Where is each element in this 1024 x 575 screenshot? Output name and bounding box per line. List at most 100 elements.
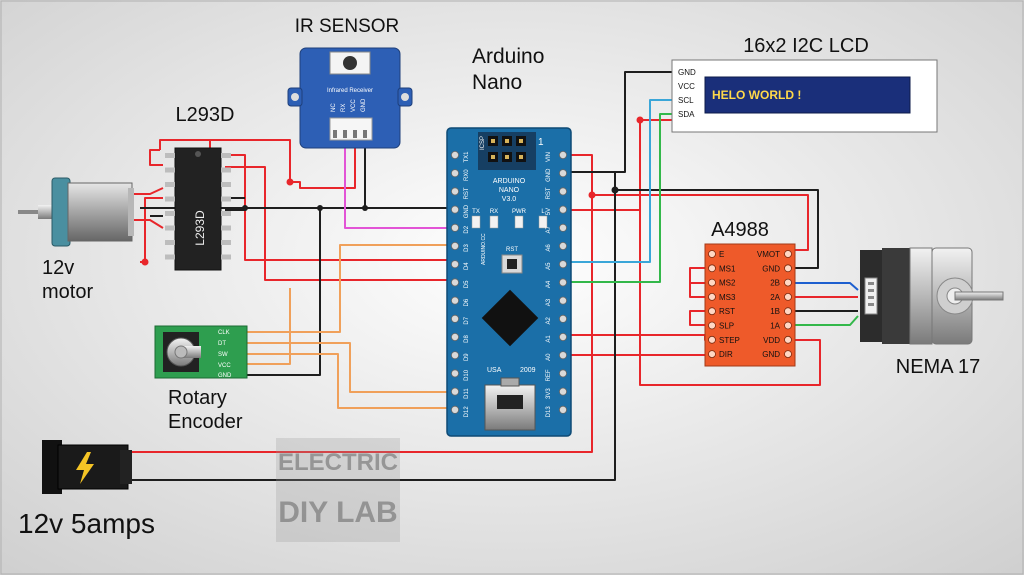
a4988-left-pin-ms1 xyxy=(708,264,716,273)
l293d-pin xyxy=(165,254,175,260)
nano-right-pin-label: A7 xyxy=(546,225,552,233)
reset-label: RST xyxy=(506,247,518,253)
ir-pin-rx: RX xyxy=(341,104,347,112)
power-jack: 12v 5amps xyxy=(18,440,155,539)
l293d-pin xyxy=(221,211,231,216)
nano-right-pin-a5 xyxy=(559,260,568,269)
nano-left-pin-label: RST xyxy=(464,187,470,199)
nano-left-pin-label: D2 xyxy=(464,225,470,233)
l293d-driver: L293D L293D xyxy=(165,104,234,271)
a4988-right-pin-gnd xyxy=(784,264,792,273)
nano-left-pin-tx1 xyxy=(450,150,459,159)
wire-l293-left-red xyxy=(149,149,163,166)
a4988-left-pin-ms3 xyxy=(708,292,716,301)
led-tx-label: TX xyxy=(472,209,480,215)
a4988-right-pin-label: 1A xyxy=(770,322,780,331)
watermark-line1: ELECTRIC xyxy=(278,449,398,476)
wire-ms-loop-1 xyxy=(689,267,710,284)
a4988-left-pin-step xyxy=(708,335,716,344)
a4988-left-pin-ms2 xyxy=(708,278,716,287)
icsp-label: ICSP xyxy=(480,136,486,150)
arduino-title-line1: Arduino xyxy=(472,45,544,68)
wire-gnd-encoder-black xyxy=(245,208,321,376)
nema-label: NEMA 17 xyxy=(896,356,980,378)
nano-right-pin-label: RST xyxy=(546,187,552,199)
wire-enc-vcc-orange xyxy=(245,288,291,365)
nano-left-pin-label: D9 xyxy=(464,353,470,361)
motor-label-line2: motor xyxy=(42,281,93,303)
icsp-pin-one: 1 xyxy=(538,137,544,148)
a4988-left-pin-dir xyxy=(708,350,716,359)
watermark-line2: DIY LAB xyxy=(278,496,397,529)
a4988-left-pin-label: MS1 xyxy=(719,264,736,273)
nano-right-pin-a6 xyxy=(559,241,568,250)
nano-left-pin-d2 xyxy=(450,223,459,232)
l293d-pin xyxy=(165,153,175,158)
wire-l293-vcc-red xyxy=(159,139,290,150)
nano-right-pin-label: GND xyxy=(546,168,552,182)
a4988-left-pin-slp xyxy=(708,321,716,330)
led-rx-label: RX xyxy=(490,209,498,215)
nano-right-pin-label: A4 xyxy=(546,280,552,288)
wire-motor-red-2 xyxy=(130,219,164,229)
wire-vin-red xyxy=(132,154,593,453)
wire-l293-gnd-left xyxy=(150,207,163,217)
wire-enc-dt-orange xyxy=(245,342,455,393)
led-l-label: L xyxy=(541,209,545,215)
l293d-pin xyxy=(165,240,175,245)
nano-right-pin-a4 xyxy=(559,278,568,287)
nano-left-pin-d3 xyxy=(450,241,459,250)
board-label-3: V3.0 xyxy=(502,196,517,203)
l293d-pin xyxy=(221,167,231,173)
wire-lcd-sda-green xyxy=(563,113,673,283)
a4988-driver: A4988 EMS1MS2MS3RSTSLPSTEPDIRVMOTGND2B2A… xyxy=(704,219,796,367)
ir-sensor-title: IR SENSOR xyxy=(295,16,400,37)
a4988-title: A4988 xyxy=(711,219,769,241)
nano-left-pin-d6 xyxy=(450,296,459,305)
wire-ir-rx-magenta xyxy=(344,145,455,229)
nano-right-pin-a2 xyxy=(559,314,568,323)
nano-left-pin-d8 xyxy=(450,332,459,341)
arduino-cc-label: ARDUINO.CC xyxy=(481,233,487,265)
encoder-pin-dt: DT xyxy=(218,341,226,347)
encoder-label-line2: Encoder xyxy=(168,411,243,433)
encoder-pin-vcc: VCC xyxy=(218,363,231,369)
a4988-right-pin-label: VDD xyxy=(763,336,780,345)
encoder-label-line1: Rotary xyxy=(168,387,227,409)
nano-left-pin-d12 xyxy=(450,405,459,414)
wire-coil-1a-green xyxy=(795,315,859,326)
year-label: 2009 xyxy=(520,367,536,374)
l293d-pin xyxy=(165,196,175,202)
nano-right-pin-label: VIN xyxy=(546,152,552,162)
nano-left-pin-label: D6 xyxy=(464,298,470,306)
a4988-right-pin-label: GND xyxy=(762,350,780,359)
arduino-nano: ICSP 1 ARDUINO NANO V3.0 TX RX PWR L RST… xyxy=(446,127,572,437)
ir-pin-vcc: VCC xyxy=(351,99,357,112)
a4988-left-pin-e xyxy=(708,250,716,258)
wire-vdd-red xyxy=(639,120,821,386)
nano-right-pin-3v3 xyxy=(559,387,568,396)
led-pwr-label: PWR xyxy=(512,209,527,215)
nano-right-pin-ref xyxy=(559,369,568,378)
l293d-pin xyxy=(221,196,231,202)
l293d-pin xyxy=(221,240,231,245)
lcd-pin-vcc: VCC xyxy=(678,82,695,91)
l293d-pin xyxy=(221,153,231,158)
encoder-pin-gnd: GND xyxy=(218,373,232,379)
wire-enc-sw-orange xyxy=(245,353,455,409)
junctions xyxy=(141,116,644,266)
a4988-right-pin-label: 2A xyxy=(770,293,780,302)
encoder-pin-sw: SW xyxy=(218,352,228,358)
usa-label: USA xyxy=(487,367,502,374)
a4988-right-pin-label: 2B xyxy=(770,279,780,288)
nano-left-pin-label: D11 xyxy=(464,388,470,399)
wire-gnd-lcd-black xyxy=(563,71,673,173)
wire-vmot-red xyxy=(592,194,809,251)
nano-left-pin-d9 xyxy=(450,351,459,360)
board-label-1: ARDUINO xyxy=(493,178,526,185)
a4988-right-pin-2a xyxy=(784,292,792,301)
a4988-right-pin-1a xyxy=(784,321,792,330)
nano-right-pin-vin xyxy=(559,150,568,159)
